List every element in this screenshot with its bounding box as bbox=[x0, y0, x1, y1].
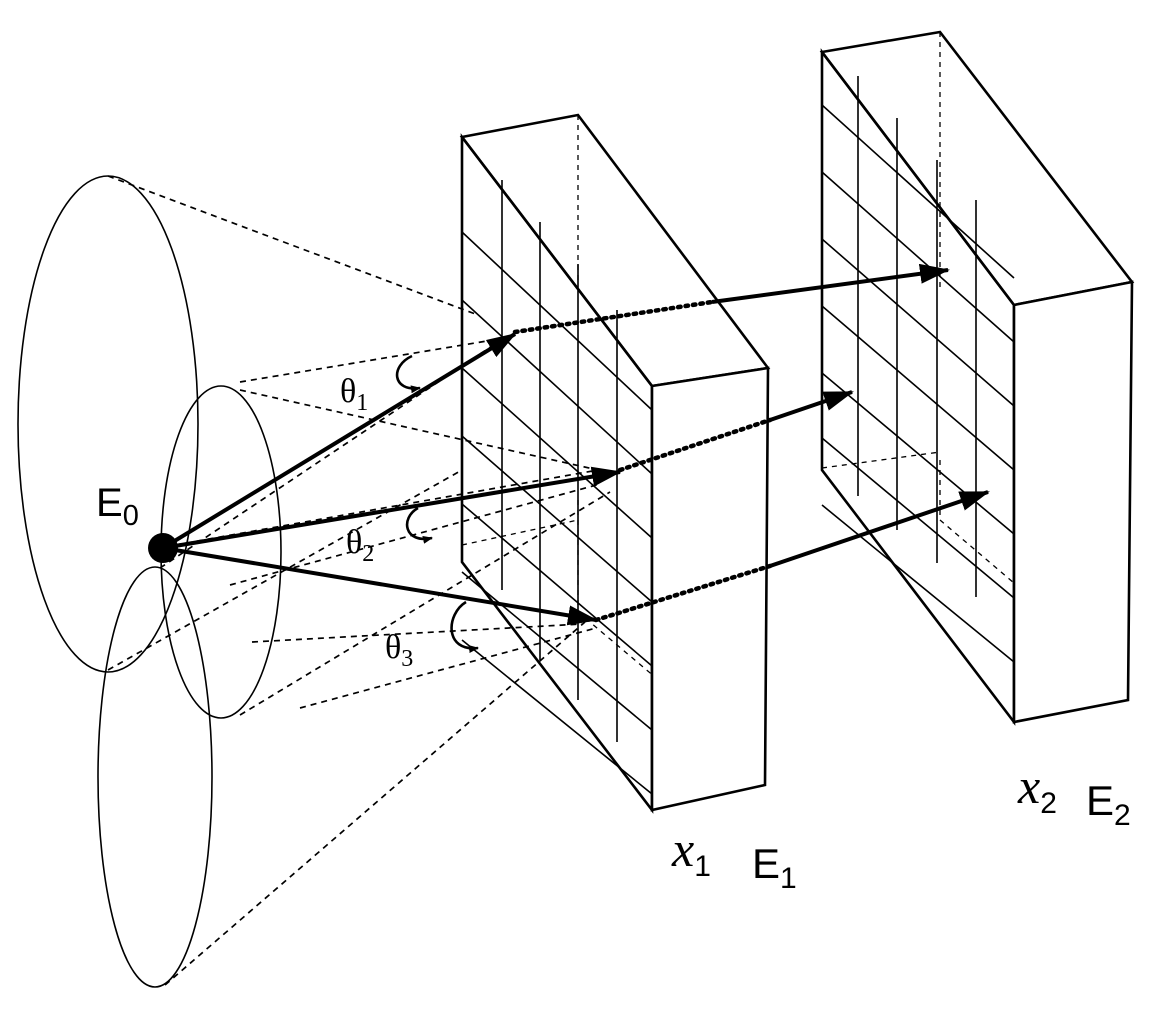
svg-text:x2: x2 bbox=[1017, 758, 1057, 820]
angle-1-sub: 1 bbox=[356, 390, 368, 416]
transmitted-ray-2-solid bbox=[769, 390, 854, 422]
ray-3 bbox=[162, 546, 598, 626]
large-lobe bbox=[17, 175, 199, 673]
angle-arcs bbox=[395, 354, 479, 654]
svg-text:θ1: θ1 bbox=[340, 373, 368, 416]
angle-3-symbol: θ bbox=[385, 629, 401, 666]
transmitted-rays bbox=[512, 263, 990, 623]
plane-1-side-face bbox=[650, 366, 770, 812]
source-label-main: E bbox=[96, 481, 123, 525]
plane-1-x-main: x bbox=[671, 821, 694, 877]
angle-2-symbol: θ bbox=[346, 524, 362, 561]
svg-text:E2: E2 bbox=[1086, 777, 1131, 832]
plane-2-x-sub: 2 bbox=[1040, 787, 1057, 820]
angle-3-sub: 3 bbox=[401, 646, 413, 672]
plane-1-e-main: E bbox=[752, 840, 780, 887]
plane-1-hidden-edges bbox=[461, 115, 766, 771]
svg-text:E1: E1 bbox=[752, 840, 797, 895]
plane-2-e-main: E bbox=[1086, 777, 1114, 824]
transmitted-ray-3-dotted bbox=[593, 563, 773, 623]
angle-2-label: θ2 bbox=[346, 524, 374, 567]
rays bbox=[161, 332, 622, 626]
plane-1-top-face bbox=[459, 113, 771, 388]
plane-2-grid bbox=[821, 76, 1015, 663]
svg-text:θ3: θ3 bbox=[385, 629, 413, 672]
ray-1 bbox=[161, 332, 517, 550]
transmitted-ray-1-dotted bbox=[512, 299, 715, 335]
plane-1-front-face bbox=[460, 133, 654, 814]
plane-1-x-sub: 1 bbox=[694, 850, 711, 883]
plane-2 bbox=[819, 30, 1135, 726]
lower-lobe bbox=[97, 566, 213, 988]
transmitted-ray-2-dotted bbox=[617, 417, 773, 473]
plane-2-label: x2 E2 bbox=[1017, 758, 1131, 832]
angle-2-arc bbox=[405, 506, 433, 544]
plane-1 bbox=[459, 113, 771, 814]
plane-2-x-main: x bbox=[1017, 758, 1040, 814]
source-label-sub: 0 bbox=[123, 500, 139, 532]
plane-2-e-sub: 2 bbox=[1114, 799, 1131, 832]
plane-1-label: x1 E1 bbox=[671, 821, 797, 895]
svg-text:E0: E0 bbox=[96, 481, 139, 532]
svg-text:x1: x1 bbox=[671, 821, 711, 883]
angle-3-label: θ3 bbox=[385, 629, 413, 672]
plane-1-e-sub: 1 bbox=[780, 862, 797, 895]
plane-1-grid bbox=[461, 180, 653, 795]
svg-text:θ2: θ2 bbox=[346, 524, 374, 567]
plane-2-top-face bbox=[819, 30, 1135, 307]
angle-3-arc bbox=[450, 600, 479, 654]
angle-1-arc bbox=[395, 354, 421, 394]
source-label: E0 bbox=[96, 481, 139, 532]
plane-2-side-face bbox=[1012, 280, 1134, 724]
transmitted-ray-1-solid bbox=[711, 263, 950, 304]
ray-2 bbox=[162, 466, 622, 550]
angle-2-sub: 2 bbox=[362, 541, 374, 567]
transmitted-ray-3-solid bbox=[769, 490, 990, 568]
angle-1-symbol: θ bbox=[340, 373, 356, 410]
angle-1-label: θ1 bbox=[340, 373, 368, 416]
